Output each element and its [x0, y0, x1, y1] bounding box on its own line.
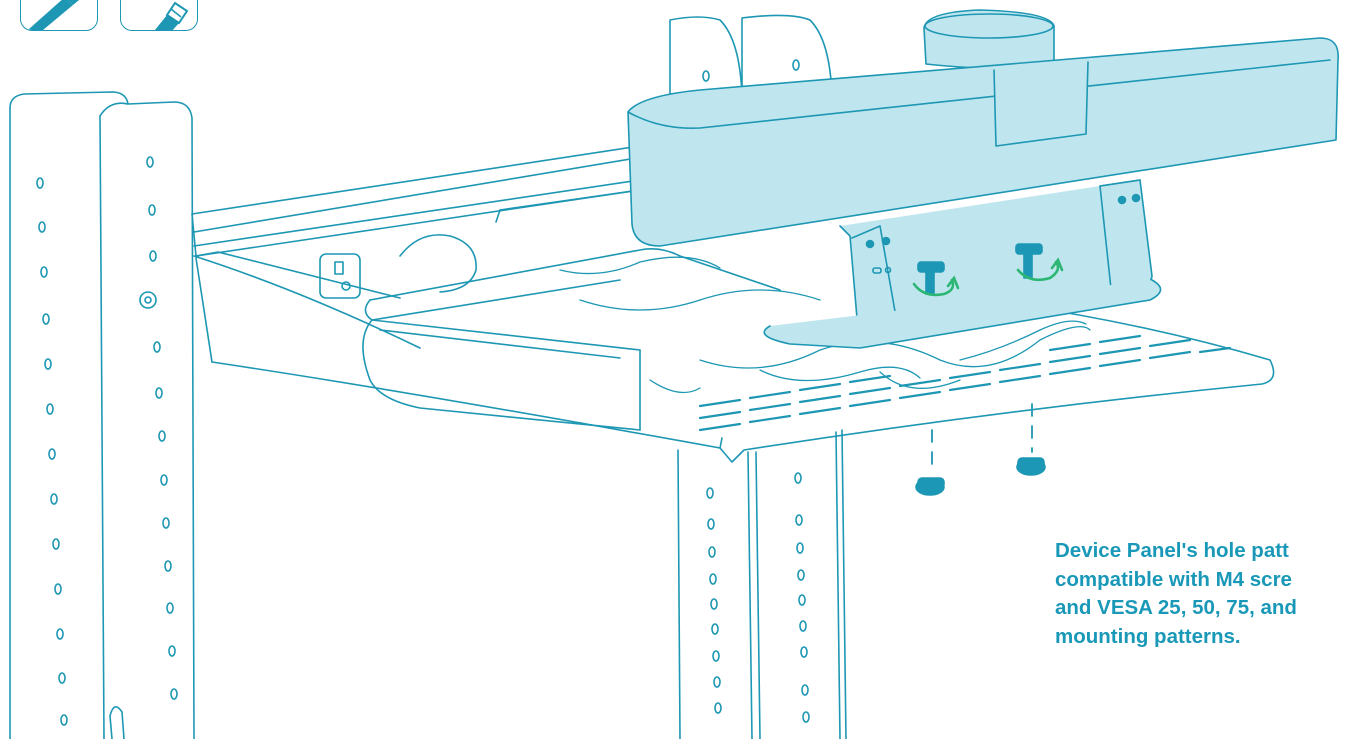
- rear-left-rail: [9, 91, 195, 739]
- caption-line: mounting patterns.: [1055, 624, 1241, 648]
- device-panel: [627, 9, 1339, 349]
- caption-line: and VESA 25, 50, 75, and: [1055, 596, 1297, 619]
- front-center-rail: [677, 429, 847, 739]
- screwdriver-icon: [155, 1, 189, 30]
- rotation-arrows: [912, 257, 1064, 297]
- caption-line: Device Panel's hole patt: [1055, 539, 1289, 562]
- vented-shelf: [193, 251, 1275, 463]
- screw-guide-lines: [931, 403, 1033, 471]
- device-box: [362, 319, 641, 431]
- caption-line: compatible with M4 scre: [1055, 567, 1292, 591]
- rear-bracket: [669, 14, 833, 97]
- screwdriver-tool-button[interactable]: [120, 0, 198, 31]
- power-module: [319, 189, 781, 321]
- hex-key-tool-button[interactable]: [20, 0, 98, 31]
- vent-slots: [698, 334, 1232, 432]
- cables: [559, 256, 1091, 394]
- hex-key-icon: [29, 0, 79, 30]
- device-panel-caption: Device Panel's hole patt compatible with…: [1055, 537, 1345, 651]
- rail-holes: [36, 59, 810, 726]
